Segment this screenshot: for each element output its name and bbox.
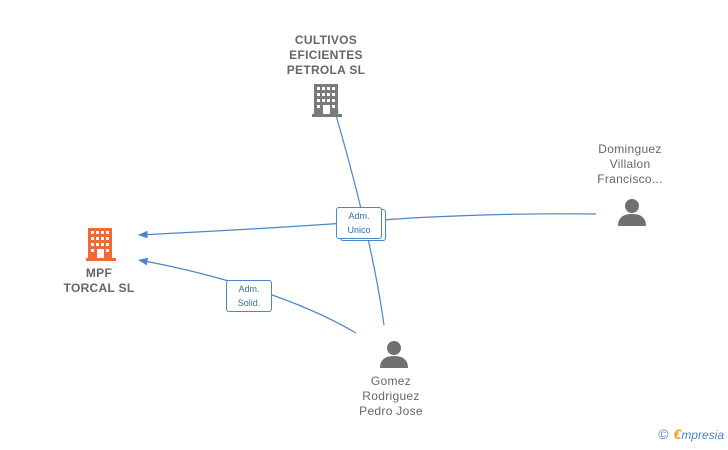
building-icon [312,84,342,117]
node-label-mpf[interactable]: MPF TORCAL SL [63,266,135,295]
edge-label-adm-unico: Adm. Unico [336,207,382,239]
person-icon [380,341,408,368]
node-label-gomez[interactable]: Gomez Rodriguez Pedro Jose [359,374,423,418]
brand-watermark: © €mpresia [658,426,724,442]
brand-logo-e: € [673,426,682,442]
node-label-dominguez[interactable]: Dominguez Villalon Francisco... [597,142,663,186]
edge-label-adm-solid: Adm. Solid. [226,280,272,312]
node-label-cultivos[interactable]: CULTIVOS EFICIENTES PETROLA SL [286,33,366,77]
brand-name: mpresia [681,428,724,442]
building-icon [86,228,116,261]
copyright-symbol: © [658,426,669,442]
person-icon [618,199,646,226]
